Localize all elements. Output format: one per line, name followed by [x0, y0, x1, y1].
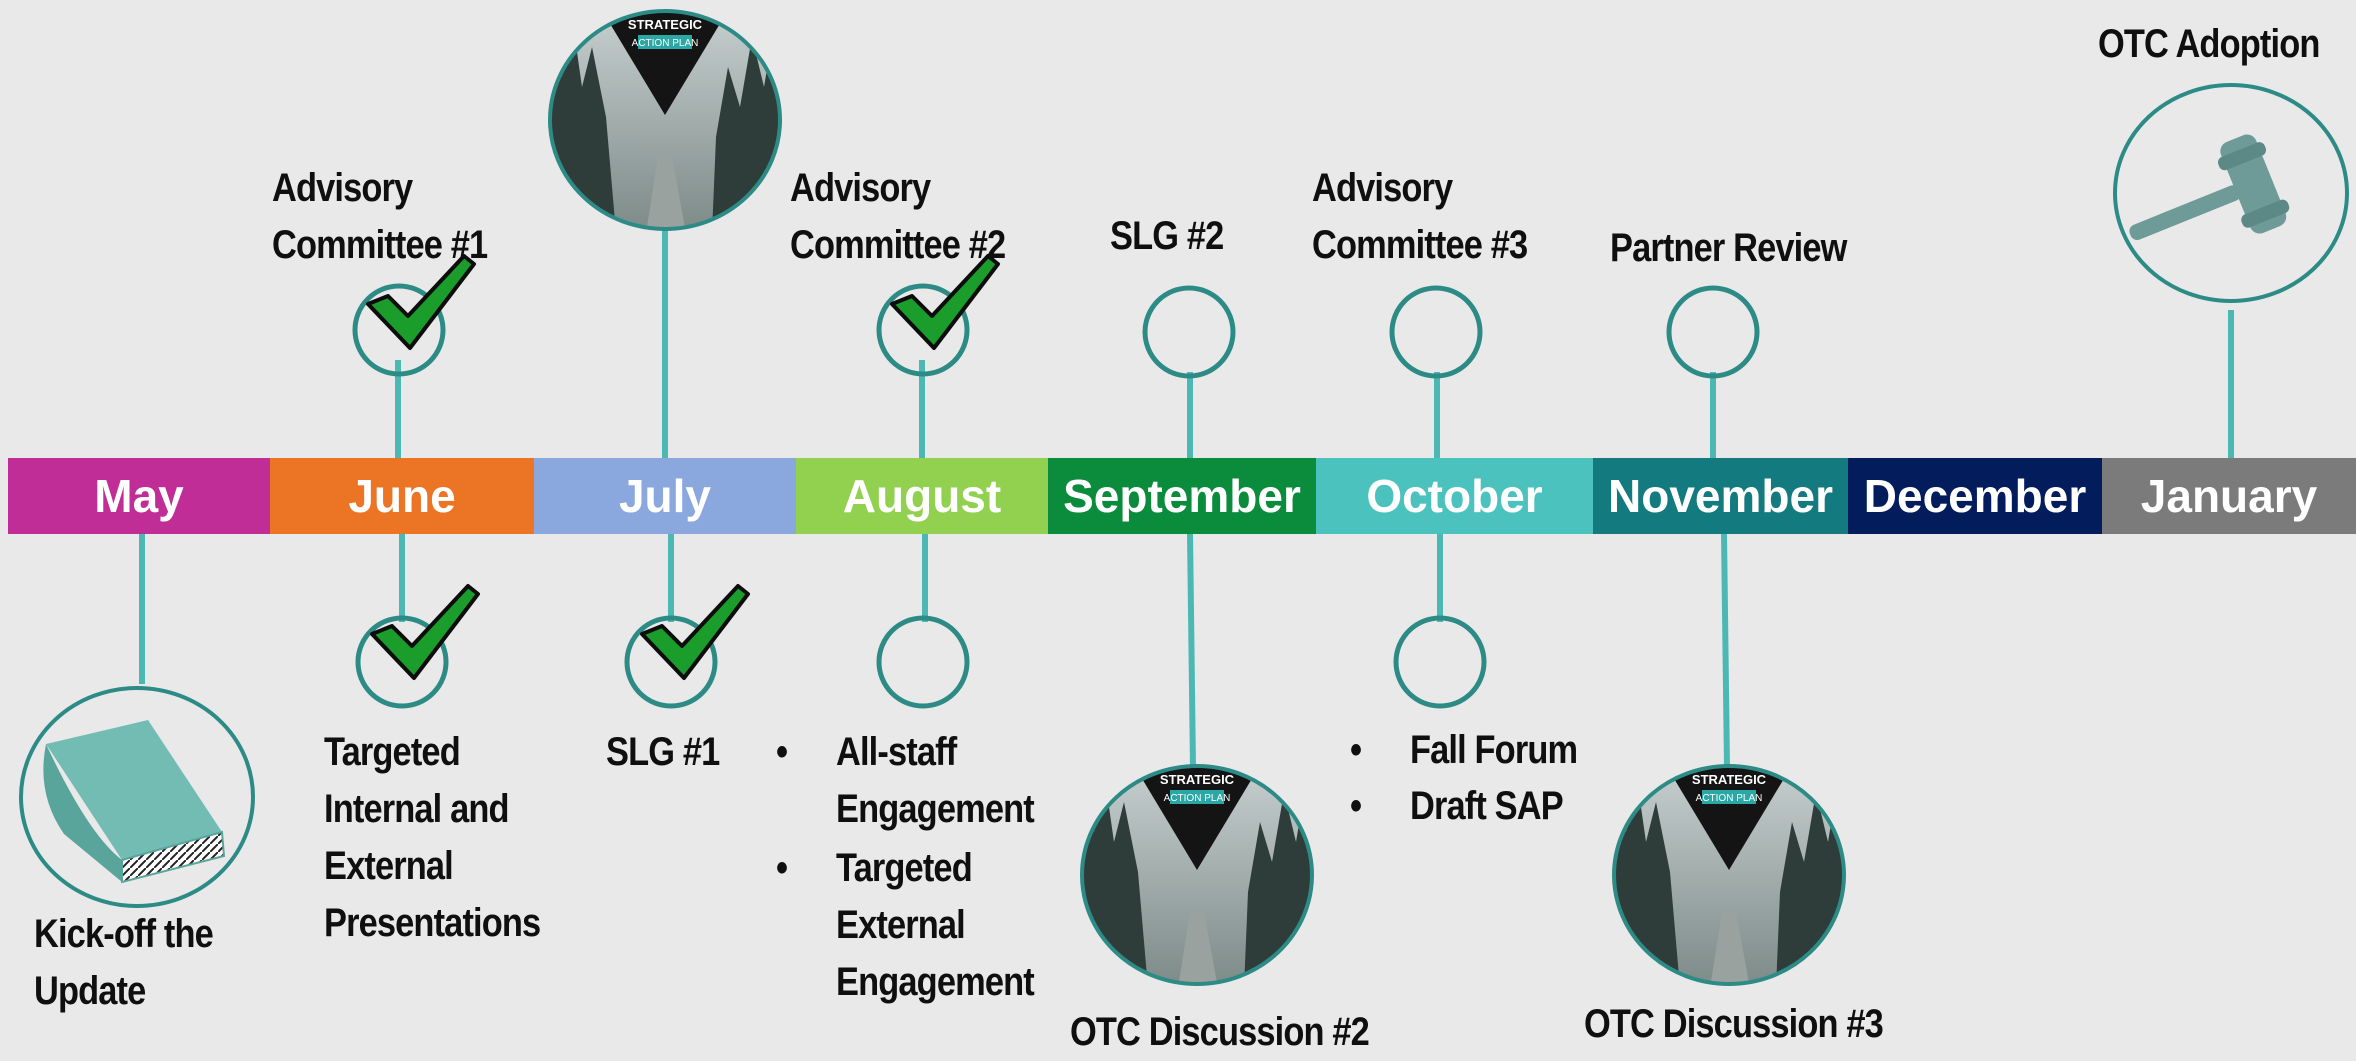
- month-november: November: [1593, 458, 1848, 534]
- gavel-icon: [2113, 83, 2349, 303]
- milestone-circle-ac3: [1389, 285, 1483, 379]
- month-october: October: [1316, 458, 1593, 534]
- svg-text:STRATEGIC: STRATEGIC: [1160, 772, 1235, 787]
- milestone-otc-discussion-3: OTC Discussion #3: [1584, 1002, 1884, 1046]
- milestone-circle-october: [1393, 615, 1487, 709]
- svg-text:STRATEGIC: STRATEGIC: [1692, 772, 1767, 787]
- month-december: December: [1848, 458, 2102, 534]
- book-icon: [19, 686, 255, 908]
- bullet-marker: •: [1350, 784, 1363, 828]
- bullet-marker: •: [776, 846, 789, 890]
- bullet-marker: •: [1350, 728, 1363, 772]
- milestone-otc-discussion-2: OTC Discussion #2: [1070, 1010, 1370, 1054]
- connector-november-bottom: [1721, 532, 1730, 769]
- strategic-plan-image: STRATEGIC ACTION PLAN: [548, 9, 782, 231]
- milestone-circle-slg2: [1142, 285, 1236, 379]
- month-june: June: [270, 458, 534, 534]
- svg-text:ACTION PLAN: ACTION PLAN: [632, 38, 699, 49]
- month-september: September: [1048, 458, 1316, 534]
- month-january: January: [2102, 458, 2356, 534]
- month-july: July: [534, 458, 796, 534]
- milestone-slg-2: SLG #2: [1110, 214, 1224, 258]
- month-may: May: [8, 458, 270, 534]
- milestone-circle-ac1: [352, 283, 446, 377]
- svg-text:ACTION PLAN: ACTION PLAN: [1696, 793, 1763, 804]
- milestone-circle-partner-review: [1666, 285, 1760, 379]
- bullet-marker: •: [776, 730, 789, 774]
- month-august: August: [796, 458, 1048, 534]
- connector-september-bottom: [1187, 532, 1196, 769]
- milestone-circle-slg1: [624, 615, 718, 709]
- milestone-draft-sap: Draft SAP: [1410, 784, 1564, 828]
- checkmark-icon: [640, 584, 750, 680]
- milestone-circle-targeted: [355, 615, 449, 709]
- strategic-plan-image: STRATEGIC ACTION PLAN: [1080, 764, 1314, 986]
- svg-text:ACTION PLAN: ACTION PLAN: [1164, 793, 1231, 804]
- strategic-plan-image: STRATEGIC ACTION PLAN: [1612, 764, 1846, 986]
- milestone-otc-adoption: OTC Adoption: [2098, 22, 2320, 66]
- checkmark-icon: [890, 254, 1000, 350]
- milestone-circle-august: [876, 615, 970, 709]
- svg-text:STRATEGIC: STRATEGIC: [628, 17, 703, 32]
- checkmark-icon: [370, 584, 480, 680]
- milestone-fall-forum: Fall Forum: [1410, 728, 1578, 772]
- checkmark-icon: [366, 254, 476, 350]
- milestone-circle-ac2: [876, 283, 970, 377]
- milestone-partner-review: Partner Review: [1610, 226, 1847, 270]
- milestone-slg-1: SLG #1: [606, 730, 720, 774]
